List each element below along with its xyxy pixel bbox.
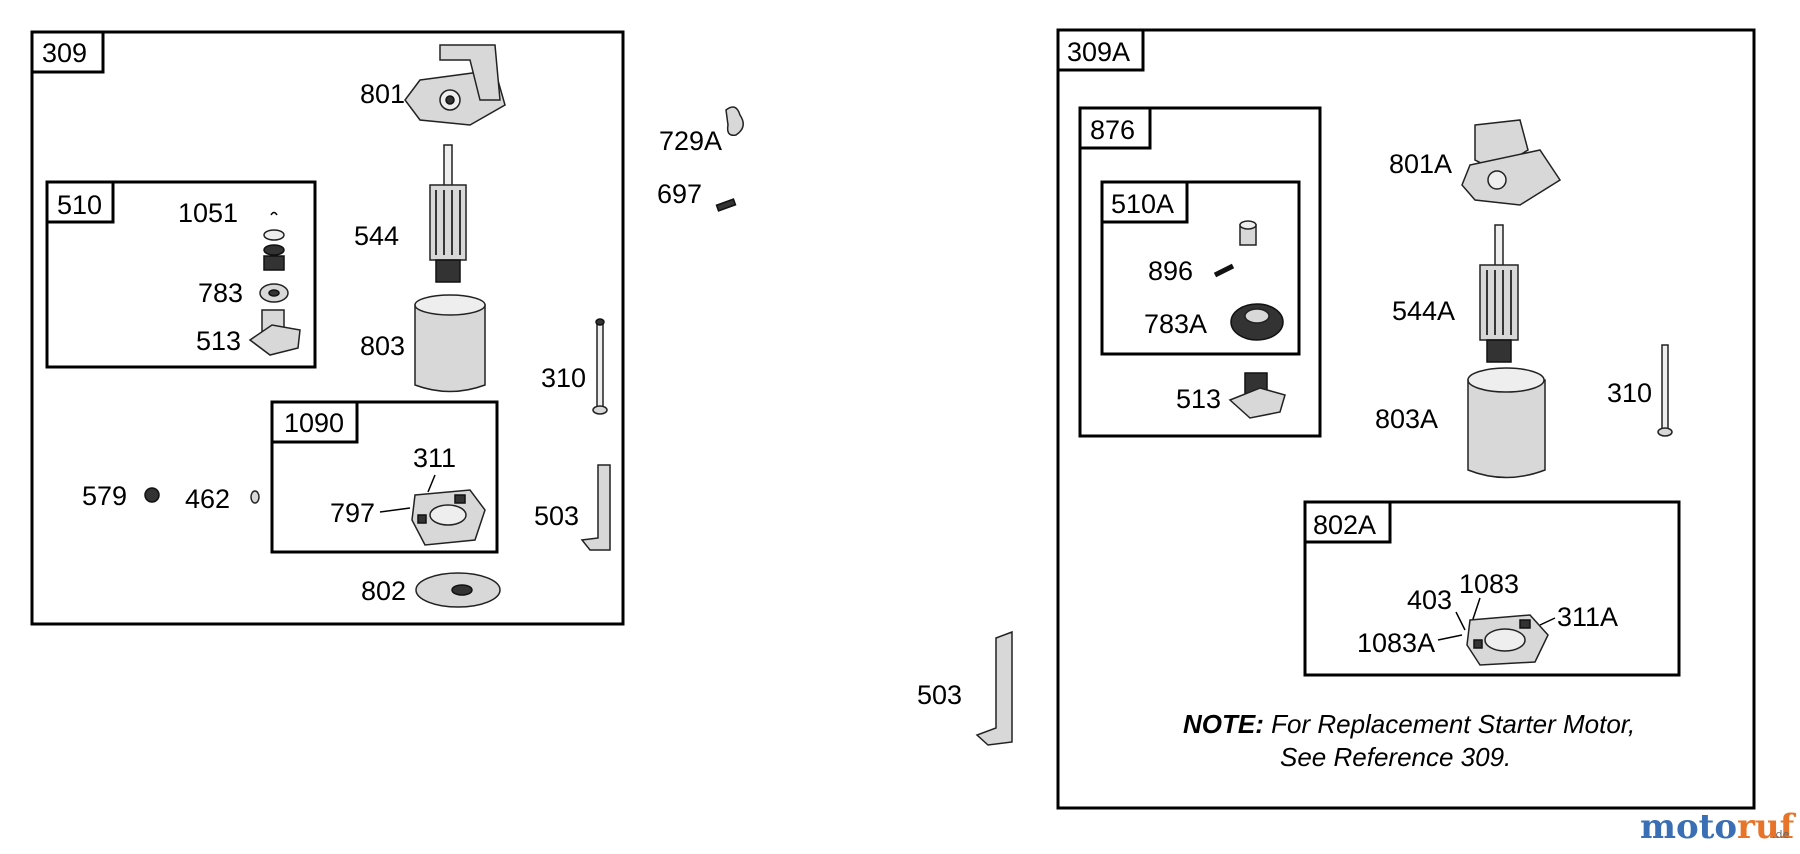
part-801A-drawing[interactable] [1461,119,1562,206]
part-801A-label[interactable]: 801A [1389,149,1452,179]
part-729A-drawing[interactable] [725,106,744,137]
group-510A-tab [1100,180,1189,224]
part-544-label[interactable]: 544 [354,221,399,251]
part-803A-label[interactable]: 803A [1375,404,1438,434]
group-309A: 309A 876 510A 896 783A [1056,28,1756,810]
part-513-right-label[interactable]: 513 [1176,384,1221,414]
group-1090-label: 1090 [284,408,344,438]
group-309A-label: 309A [1067,37,1130,67]
part-803A-drawing[interactable] [1467,367,1546,479]
part-503-left-label[interactable]: 503 [534,501,579,531]
group-309: 309 801 544 803 51 [30,30,625,626]
group-309-tab [30,30,105,74]
part-1083-label[interactable]: 1083 [1459,569,1519,599]
part-311A-label[interactable]: 311A [1557,602,1618,632]
part-311A-drawing[interactable] [1466,614,1549,666]
part-310-left-label[interactable]: 310 [541,363,586,393]
watermark-part-2: ruf [1737,807,1797,847]
part-697-label[interactable]: 697 [657,179,702,209]
part-579-drawing[interactable] [144,487,160,503]
part-310-right-label[interactable]: 310 [1607,378,1652,408]
part-797-label[interactable]: 797 [330,498,375,528]
group-802A: 802A 403 1083 311A 1083A [1303,500,1681,677]
part-801-label[interactable]: 801 [360,79,405,109]
group-510-label: 510 [57,190,102,220]
group-876: 876 510A 896 783A 513 [1078,106,1322,438]
part-803-label[interactable]: 803 [360,331,405,361]
part-311-drawing[interactable] [411,489,486,546]
group-309-frame [30,30,625,626]
part-803-drawing[interactable] [414,294,486,393]
part-311-label[interactable]: 311 [413,443,456,473]
part-896-drawing[interactable] [1213,263,1235,278]
part-462-label[interactable]: 462 [185,484,230,514]
group-802A-tab [1303,500,1392,544]
part-802-label[interactable]: 802 [361,576,406,606]
group-876-tab [1078,106,1152,150]
watermark-logo: motoruf .de [1640,807,1797,847]
group-876-frame [1078,106,1322,438]
part-403-label[interactable]: 403 [1407,585,1452,615]
part-697-drawing[interactable] [715,198,737,212]
note-line-1: NOTE: For Replacement Starter Motor, [1183,709,1635,739]
group-510A: 510A 896 783A [1100,180,1301,356]
watermark-part-1: moto [1640,807,1737,847]
part-513-right-drawing[interactable] [1228,372,1286,419]
note-line-2: See Reference 309. [1280,742,1511,772]
part-896-label[interactable]: 896 [1148,256,1193,286]
part-1083A-label[interactable]: 1083A [1357,628,1435,658]
part-503-mid-drawing[interactable] [975,630,1013,746]
group-309-label: 309 [42,38,87,68]
group-510A-frame [1100,180,1301,356]
group-309A-tab [1056,28,1145,72]
part-503-left-drawing[interactable] [580,464,611,551]
part-513-left-label[interactable]: 513 [196,326,241,356]
part-783A-drawing[interactable] [1230,303,1284,341]
group-510-frame [45,180,317,369]
part-1051-label[interactable]: 1051 [178,198,238,228]
group-1090-frame [270,400,499,554]
part-801-drawing[interactable] [404,44,506,126]
group-1090-tab [270,400,359,444]
note-text-1: For Replacement Starter Motor, [1264,709,1635,739]
group-510-tab [45,180,115,224]
part-1051-drawing[interactable] [263,211,285,271]
part-462-drawing[interactable] [250,490,260,504]
part-783-label[interactable]: 783 [198,278,243,308]
part-544A-label[interactable]: 544A [1392,296,1455,326]
watermark-suffix: .de [1772,828,1789,841]
watermark-text: motoruf [1640,807,1797,847]
group-309A-frame [1056,28,1756,810]
part-783A-label[interactable]: 783A [1144,309,1207,339]
part-310-left-drawing[interactable] [592,318,608,415]
group-510: 510 1051 783 513 [45,180,317,369]
note-bold: NOTE: [1183,709,1264,739]
group-510A-label: 510A [1111,189,1174,219]
part-783-drawing[interactable] [259,283,289,303]
part-503-mid-label[interactable]: 503 [917,680,962,710]
part-544-drawing[interactable] [429,144,467,283]
part-729A-label[interactable]: 729A [659,126,722,156]
part-510A-spring-drawing[interactable] [1239,220,1257,246]
part-579-label[interactable]: 579 [82,481,127,511]
group-1090: 1090 311 797 [270,400,499,554]
group-802A-frame [1303,500,1681,677]
part-802-drawing[interactable] [415,572,501,608]
part-513-left-drawing[interactable] [248,309,301,356]
group-802A-label: 802A [1313,510,1376,540]
part-310-right-drawing[interactable] [1657,344,1673,437]
group-876-label: 876 [1090,115,1135,145]
part-544A-drawing[interactable] [1479,224,1519,363]
